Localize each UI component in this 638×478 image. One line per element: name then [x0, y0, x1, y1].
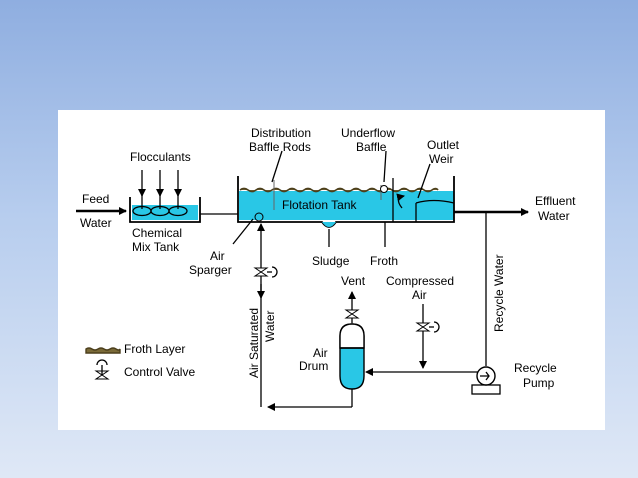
froth-layer — [239, 187, 439, 193]
air-drum-label-1: Air — [313, 346, 328, 360]
underflow-baffle-label-2: Baffle — [356, 140, 387, 154]
air-saturated-water-label-1: Air Saturated — [247, 308, 261, 378]
flocculants-label: Flocculants — [130, 150, 191, 164]
chemical-mix-tank-label-1: Chemical — [132, 226, 182, 240]
vent-label: Vent — [341, 274, 366, 288]
distribution-baffle-label-2: Baffle Rods — [249, 140, 311, 154]
air-sparger-label-1: Air — [210, 249, 225, 263]
recycle-water-label: Recycle Water — [492, 254, 506, 332]
compressed-air-control-valve — [415, 321, 440, 333]
outlet-weir-label-1: Outlet — [427, 138, 460, 152]
flotation-tank-label: Flotation Tank — [282, 198, 357, 212]
recycle-pump-label-1: Recycle — [514, 361, 557, 375]
recycle-pump-label-2: Pump — [523, 376, 555, 390]
air-saturated-water-label-2: Water — [263, 310, 277, 342]
flotation-tank — [237, 176, 455, 228]
chemical-mix-tank — [129, 194, 201, 223]
diagram-card: Feed Water Flocculants Chemical Mix Tank… — [58, 110, 605, 430]
froth-label: Froth — [370, 254, 398, 268]
froth-layer-legend-label: Froth Layer — [124, 342, 185, 356]
compressed-air-label-2: Air — [412, 288, 427, 302]
air-drum — [339, 323, 365, 390]
feed-water-label-1: Feed — [82, 192, 109, 206]
feed-water-label-2: Water — [80, 216, 112, 230]
control-valve-legend-label: Control Valve — [124, 365, 195, 379]
sparger-control-valve — [253, 266, 278, 278]
control-valve-legend-icon — [94, 359, 110, 380]
sludge-label: Sludge — [312, 254, 350, 268]
legend: Froth Layer Control Valve — [85, 342, 195, 380]
recycle-pump — [471, 366, 501, 395]
vent-valve — [344, 309, 360, 319]
distribution-baffle-label-1: Distribution — [251, 126, 311, 140]
flotation-process-diagram: Feed Water Flocculants Chemical Mix Tank… — [76, 126, 576, 411]
air-sparger-label-2: Sparger — [189, 263, 232, 277]
effluent-water-label-2: Water — [538, 209, 570, 223]
underflow-baffle-label-1: Underflow — [341, 126, 395, 140]
outlet-weir-label-2: Weir — [429, 152, 453, 166]
froth-layer-legend-swatch — [85, 347, 121, 354]
chemical-mix-tank-label-2: Mix Tank — [132, 240, 180, 254]
compressed-air-label-1: Compressed — [386, 274, 454, 288]
effluent-water-label-1: Effluent — [535, 194, 576, 208]
air-drum-label-2: Drum — [299, 359, 328, 373]
